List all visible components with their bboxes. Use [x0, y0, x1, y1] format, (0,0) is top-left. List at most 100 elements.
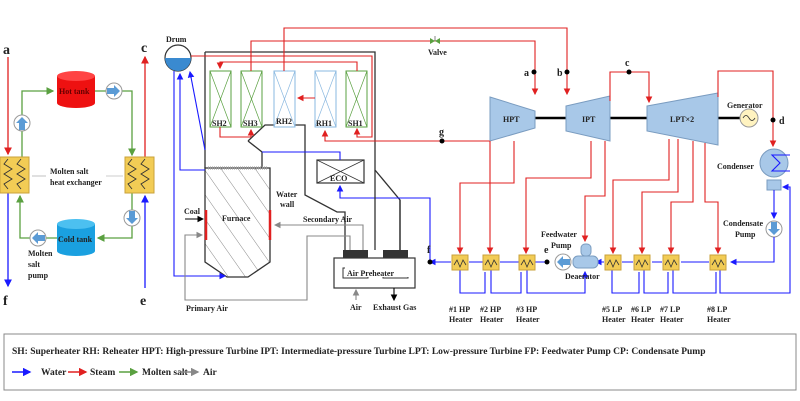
- heat-exchanger-right: [124, 156, 155, 194]
- economizer: ECO: [316, 159, 365, 184]
- hpt-label: HPT: [503, 115, 520, 124]
- hx-label-1: Molten salt: [50, 167, 89, 176]
- secondary-air-label: Secondary Air: [303, 215, 353, 224]
- pump-icon: [13, 114, 31, 132]
- lp-drain-lines: [611, 187, 791, 294]
- salt-line-to-hot: [21, 87, 55, 157]
- legend-molten-salt: Molten salt: [142, 368, 188, 378]
- condensate-pump-icon: [765, 220, 783, 238]
- heater-label-1: #8 LP: [707, 305, 727, 314]
- furnace: Furnace: [204, 166, 272, 278]
- turbine-island: HPT IPT LPT×2 Generator a b c g d Conden…: [427, 58, 791, 324]
- hpt: HPT: [489, 96, 536, 142]
- extraction-7: [667, 141, 694, 255]
- heater-7: #8 LP Heater: [707, 254, 731, 324]
- molten-salt-pump-icon: [29, 229, 47, 247]
- legend-box: [3, 333, 797, 391]
- generator: [739, 108, 759, 128]
- secondary-air-line: [273, 221, 364, 250]
- hot-tank: Hot tank: [57, 71, 95, 108]
- pump-icon: [123, 209, 141, 227]
- legend-abbreviations: SH: Superheater RH: Reheater HPT: High-p…: [12, 347, 706, 357]
- heater-label-1: #5 LP: [602, 305, 622, 314]
- cold-tank: Cold tank: [57, 219, 95, 256]
- heater-5: #6 LP Heater: [631, 254, 655, 324]
- feedwater-pump-label-2: Pump: [551, 241, 572, 250]
- point-d-dot: [770, 117, 776, 123]
- point-c: c: [625, 58, 630, 69]
- air-label: Air: [350, 303, 362, 312]
- cold-reheat-line: [321, 129, 490, 142]
- exhaust-gas-label: Exhaust Gas: [373, 303, 416, 312]
- heater-label-1: #2 HP: [480, 305, 501, 314]
- pump-label-2: salt: [28, 260, 40, 269]
- point-f-label: f: [3, 294, 8, 309]
- legend-air: Air: [203, 368, 218, 378]
- heater-4: #5 LP Heater: [602, 254, 626, 324]
- point-b-dot: [564, 69, 570, 75]
- condensate-pump-label-2: Pump: [735, 230, 756, 239]
- riser-line: [187, 70, 206, 151]
- heater-label-2: Heater: [631, 315, 655, 324]
- valve-icon: [430, 36, 440, 44]
- ipt-label: IPT: [582, 115, 596, 124]
- air-preheater: Air Preheater: [333, 250, 416, 289]
- extraction-5: [609, 139, 670, 255]
- point-e: e: [544, 245, 549, 256]
- point-f: f: [427, 245, 431, 256]
- legend: SH: Superheater RH: Reheater HPT: High-p…: [3, 333, 797, 391]
- heater-label-1: #7 LP: [660, 305, 680, 314]
- point-a-dot: [531, 69, 537, 75]
- extraction-1: [456, 141, 515, 255]
- point-b: b: [557, 68, 563, 79]
- water-wall-label-2: wall: [280, 200, 295, 209]
- heater-row: #1 HP Heater #2 HP Heater #3 HP Heater #…: [449, 254, 731, 324]
- rh1-label: RH1: [316, 119, 332, 128]
- sh2-to-sh3: [219, 127, 255, 138]
- furnace-label: Furnace: [222, 214, 251, 223]
- point-f-dot: [427, 259, 433, 265]
- hx-label-2: heat exchanger: [50, 178, 102, 187]
- superheater-sh3: [240, 70, 263, 128]
- salt-line-to-cold: [96, 193, 133, 242]
- deaerator: [572, 243, 599, 269]
- extraction-6: [638, 139, 679, 255]
- condenser-label: Condenser: [717, 162, 754, 171]
- water-wall-label-1: Water: [276, 190, 298, 199]
- nose: [247, 140, 263, 168]
- point-a-label: a: [3, 43, 10, 58]
- coal-label: Coal: [184, 207, 201, 216]
- superheater-sh1: [345, 70, 368, 128]
- heater-1: #1 HP Heater: [449, 254, 473, 324]
- heater-label-1: #6 LP: [631, 305, 651, 314]
- sh1-label: SH1: [348, 119, 363, 128]
- heater-label-2: Heater: [602, 315, 626, 324]
- point-d: d: [779, 116, 785, 127]
- feedwater-pump-label-1: Feedwater: [541, 230, 577, 239]
- feedwater-pump-icon: [554, 253, 572, 271]
- ipt: IPT: [565, 95, 611, 142]
- eco-outlet-line: [262, 151, 341, 160]
- heater-label-1: #1 HP: [449, 305, 470, 314]
- flue-wall: [247, 124, 346, 250]
- cold-tank-label: Cold tank: [58, 235, 93, 244]
- point-e-dot: [544, 259, 550, 265]
- legend-steam: Steam: [90, 368, 115, 378]
- point-g: g: [439, 127, 444, 138]
- extraction-4: [581, 141, 606, 243]
- pump-icon: [105, 82, 123, 100]
- heater-label-2: Heater: [480, 315, 504, 324]
- condensate-line: [729, 237, 775, 266]
- primary-air-line: [184, 231, 351, 301]
- heater-label-2: Heater: [516, 315, 540, 324]
- flue-duct: [374, 170, 401, 250]
- condenser: [759, 148, 790, 191]
- superheater-sh2: [209, 70, 232, 128]
- lpt: LPT×2: [646, 92, 719, 146]
- drum-label: Drum: [166, 35, 187, 44]
- primary-air-label: Primary Air: [186, 304, 228, 313]
- main-steam-line: [250, 40, 539, 96]
- heater-label-2: Heater: [449, 315, 473, 324]
